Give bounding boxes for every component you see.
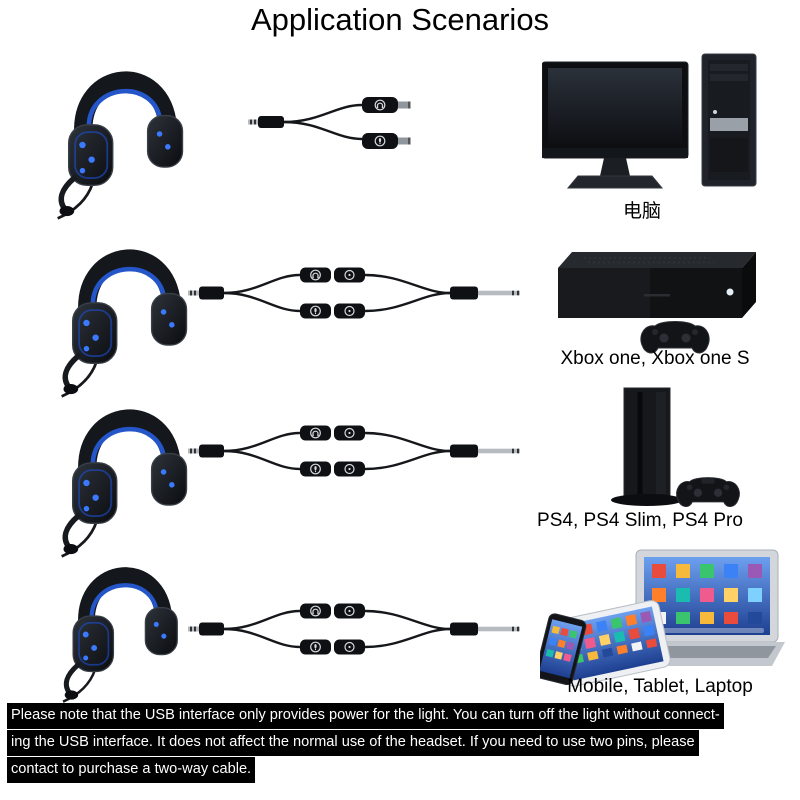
mobile-tablet-laptop-illustration bbox=[540, 549, 785, 687]
device-label-xbox: Xbox one, Xbox one S bbox=[560, 348, 750, 369]
desktop-pc-illustration bbox=[542, 53, 757, 189]
two-way-adapter-cable-illustration bbox=[188, 420, 524, 482]
gaming-headset-illustration bbox=[56, 222, 194, 401]
device-label-ps4: PS4, PS4 Slim, PS4 Pro bbox=[537, 510, 743, 531]
xbox-one-illustration bbox=[558, 252, 756, 354]
note-line-1: Please note that the USB interface only … bbox=[7, 703, 724, 729]
pc-monitor bbox=[542, 61, 689, 189]
pc-tower bbox=[701, 53, 757, 187]
note-line-3: contact to purchase a two-way cable. bbox=[7, 757, 256, 783]
ps4-controller bbox=[676, 477, 740, 508]
two-way-adapter-cable-illustration bbox=[188, 598, 524, 660]
gaming-headset-illustration bbox=[58, 542, 184, 706]
note-line-2: ing the USB interface. It does not affec… bbox=[7, 730, 699, 756]
usb-power-note: Please note that the USB interface only … bbox=[7, 703, 793, 784]
smartphone bbox=[540, 613, 587, 686]
device-label-mobile: Mobile, Tablet, Laptop bbox=[567, 676, 753, 697]
device-label-pc: 电脑 bbox=[622, 201, 661, 222]
gaming-headset-illustration bbox=[56, 382, 194, 561]
y-splitter-cable-illustration bbox=[248, 97, 411, 149]
gaming-headset-illustration bbox=[52, 44, 190, 223]
ps4-console bbox=[611, 387, 683, 506]
two-way-adapter-cable-illustration bbox=[188, 262, 524, 324]
xbox-console bbox=[558, 252, 756, 318]
ps4-illustration bbox=[611, 387, 740, 508]
page-title: Application Scenarios bbox=[250, 2, 550, 37]
